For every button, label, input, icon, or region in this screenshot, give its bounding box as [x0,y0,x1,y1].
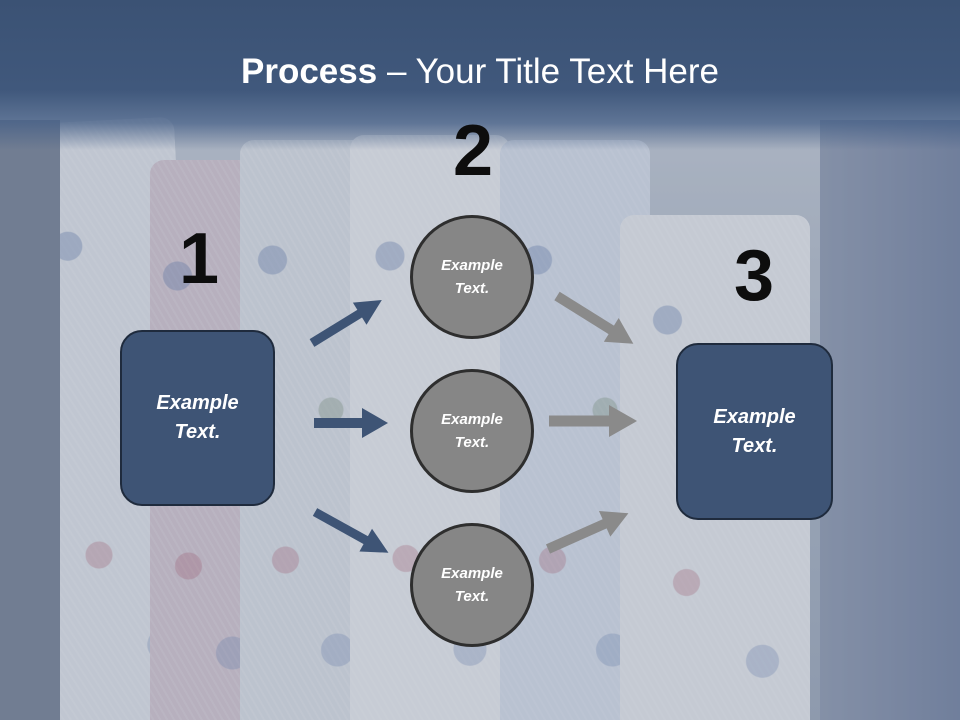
step-2-number: 2 [452,111,494,191]
step-3-number: 3 [733,236,775,316]
step-3-box: Example Text. [676,343,833,520]
step-1-box: Example Text. [120,330,275,506]
title-band [0,0,960,150]
arrow-1-to-bottom [312,508,389,553]
step-2-circle-bottom: Example Text. [410,523,534,647]
step-2-circle-top-text: Example Text. [441,256,503,297]
step-2-circle-middle-text: Example Text. [441,410,503,451]
step-3-text: Example Text. [713,405,796,457]
title-rest: – Your Title Text Here [377,52,719,91]
step-1-number: 1 [178,219,220,299]
step-1-text: Example Text. [156,392,239,443]
arrow-1-to-middle [314,408,388,438]
step-2-circle-bottom-text: Example Text. [441,564,503,605]
arrow-bottom-to-3 [545,510,629,554]
step-2-circle-top: Example Text. [410,215,534,339]
title-bold: Process [241,52,378,91]
arrow-1-to-top [309,300,382,347]
slide-title: Process – Your Title Text Here [0,52,960,92]
arrow-top-to-3 [554,291,634,344]
step-2-circle-middle: Example Text. [410,369,534,493]
arrow-middle-to-3 [549,405,637,437]
